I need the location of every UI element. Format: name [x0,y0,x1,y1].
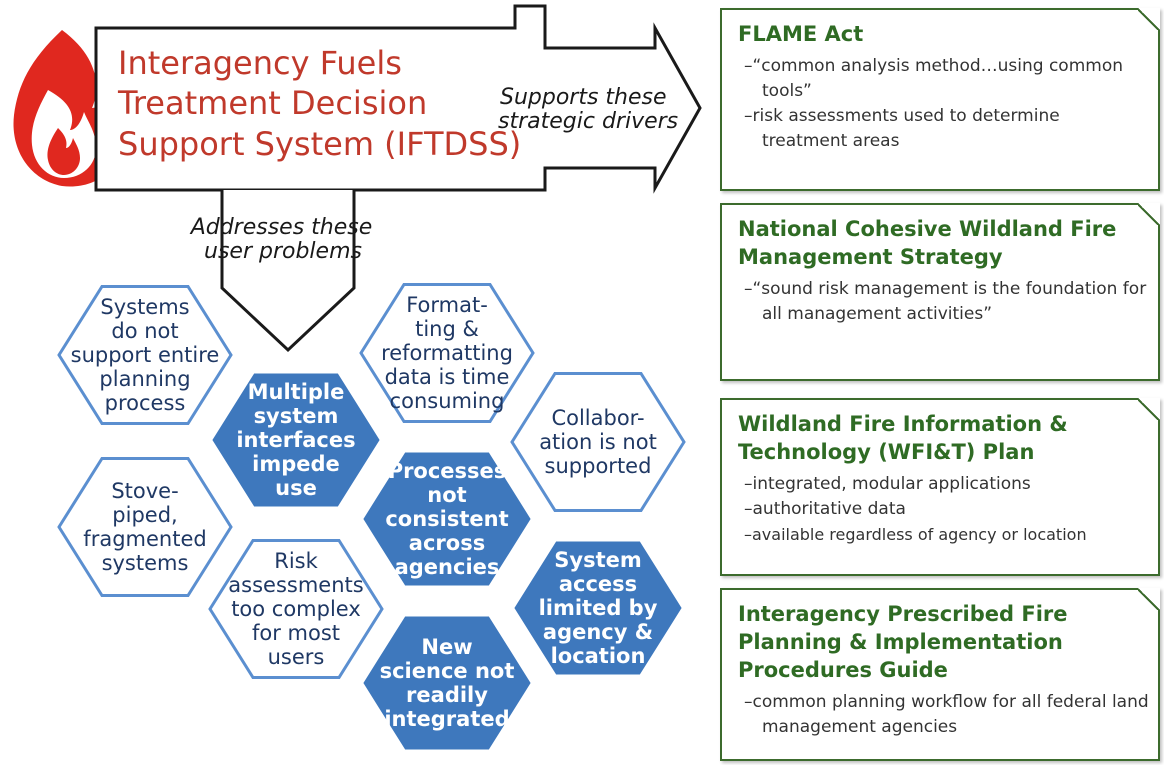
hexagon-shape [57,285,233,425]
addresses-label: Addresses these user problems [189,215,380,264]
hexagon-shape [509,537,687,679]
hexagon-label-line: not [427,483,466,507]
driver-card-prescribed-fire-guide: Interagency Prescribed Fire Planning & I… [720,588,1160,761]
supports-line-1: Supports these [500,85,667,110]
hexagon-label-line: fragmented [83,527,206,551]
hexagon-label-line: agency & [543,620,653,644]
hexagon-label-line: users [268,645,325,669]
hexagon-label-line: agencies [395,555,500,579]
title-line-1: Interagency Fuels [118,44,402,82]
driver-item: authoritative data [744,497,1150,522]
hexagon-label-line: ation is not [539,430,657,454]
hexagon-label-line: ting & [415,317,479,341]
card-corner-fold [1138,8,1160,30]
hexagon-label-line: do not [111,319,178,343]
driver-item: “common analysis method…using common too… [744,54,1150,104]
driver-item: common planning workflow for all federal… [744,690,1150,740]
hexagon-label-line: consistent [385,507,508,531]
hexagon-label-line: planning [99,367,190,391]
addresses-line-2: user problems [204,239,362,264]
driver-card-flame-act: FLAME Act “common analysis method…using … [720,8,1160,191]
driver-item: “sound risk management is the foundation… [744,277,1150,327]
hexagon-label-line: interfaces [236,428,355,452]
hexagon-label-line: piped, [112,503,177,527]
hexagon-label-line: Multiple [248,380,345,404]
hexagon-label-line: for most [252,621,340,645]
hexagon-label-line: use [275,476,317,500]
hexagon-label-line: Format- [406,293,488,317]
hexagon-label-line: Processes [388,459,507,483]
hexagon-shape [208,539,384,679]
addresses-line-1: Addresses these [189,215,373,240]
hexagon-label-line: Risk [274,549,318,573]
driver-item: risk assessments used to determine treat… [744,104,1150,154]
hexagon-shape [510,372,686,512]
driver-title: FLAME Act [738,22,864,46]
hexagon-label-line: too complex [231,597,361,621]
supports-line-2: strategic drivers [498,109,678,134]
driver-item: integrated, modular applications [744,472,1150,497]
hexagon-label-line: limited by [539,596,658,620]
card-corner-fold [1138,398,1160,420]
supports-arrow [94,4,702,194]
card-corner-fold [1138,203,1160,225]
hexagon-label-line: access [559,572,637,596]
title-line-2: Treatment Decision [117,84,427,122]
hexagon-shape [358,612,536,754]
driver-card-cohesive-strategy: National Cohesive Wildland Fire Manageme… [720,203,1160,381]
hexagon-shape [358,448,536,590]
driver-title: National Cohesive Wildland Fire Manageme… [738,217,1117,269]
hexagon-shape [207,369,385,511]
hexagon-label-line: process [105,391,186,415]
addresses-arrow [220,190,356,353]
supports-label: Supports these strategic drivers [498,85,678,134]
hexagon-label-line: system [254,404,339,428]
system-title: Interagency Fuels Treatment Decision Sup… [117,44,521,163]
hexagon-label-line: New [421,635,472,659]
hexagon-label-line: systems [102,551,189,575]
hexagon-label-line: integrated [384,707,509,731]
title-line-3: Support System (IFTDSS) [118,125,521,163]
hexagon-label-line: assessments [228,573,363,597]
hexagon-label-line: consuming [390,389,505,413]
hexagon-label-line: data is time [385,365,510,389]
driver-card-wfit-plan: Wildland Fire Information & Technology (… [720,398,1160,576]
hexagon-label-line: impede [252,452,340,476]
hexagon-label-line: Collabor- [551,406,644,430]
hexagon-label-line: science not [380,659,515,683]
hexagon-label-line: support entire [71,343,220,367]
driver-item-list: “sound risk management is the foundation… [722,277,1158,327]
hexagon-label-line: across [409,531,485,555]
hexagon-shape [57,457,233,597]
hexagon-label-line: readily [406,683,488,707]
card-corner-fold [1138,588,1160,610]
hexagon-label-line: Systems [100,295,189,319]
hexagon-label-line: reformatting [381,341,513,365]
hexagon-label-line: Stove- [111,479,178,503]
hexagon-shape [359,283,535,423]
driver-title: Interagency Prescribed Fire Planning & I… [738,602,1068,682]
driver-item-list: “common analysis method…using common too… [722,54,1158,154]
driver-item-list: integrated, modular applications authori… [722,472,1158,547]
driver-title: Wildland Fire Information & Technology (… [738,412,1068,464]
hexagon-label-line: System [554,548,641,572]
driver-item: available regardless of agency or locati… [744,522,1150,547]
hexagon-label-line: location [551,644,646,668]
driver-item-list: common planning workflow for all federal… [722,690,1158,740]
hexagon-label-line: supported [545,454,652,478]
